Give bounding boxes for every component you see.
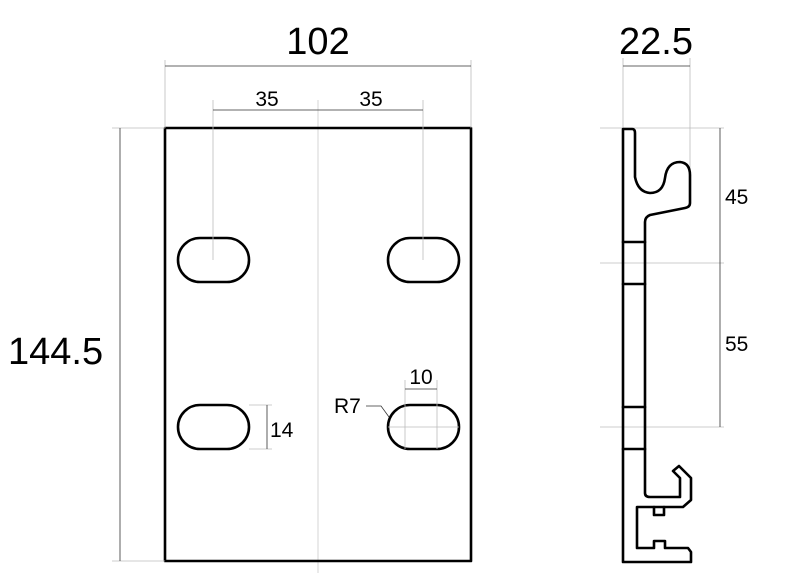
upper-spacing-dimension: 45 xyxy=(725,186,748,209)
slot-length-dimension: 10 xyxy=(409,366,432,389)
width-dimension: 102 xyxy=(286,21,349,63)
slot-radius-dimension: R7 xyxy=(334,395,361,418)
slot-bottom-left xyxy=(176,403,251,451)
slot-offset-right-dimension: 35 xyxy=(359,88,382,111)
slot-offset-left-dimension: 35 xyxy=(255,88,278,111)
slot-top-right xyxy=(386,236,461,284)
height-dimension: 144.5 xyxy=(8,331,103,373)
profile-notch xyxy=(652,505,666,517)
slot-top-left xyxy=(176,236,251,284)
depth-dimension: 22.5 xyxy=(619,21,693,63)
profile-outline xyxy=(621,127,693,564)
slot-height-dimension: 14 xyxy=(270,419,294,442)
front-view: 102 35 35 144.5 14 10 R7 xyxy=(8,21,473,573)
radius-leader xyxy=(366,405,390,418)
plate-outline xyxy=(163,126,473,563)
lower-spacing-dimension: 55 xyxy=(725,333,748,356)
side-view: 22.5 45 55 xyxy=(600,21,748,564)
